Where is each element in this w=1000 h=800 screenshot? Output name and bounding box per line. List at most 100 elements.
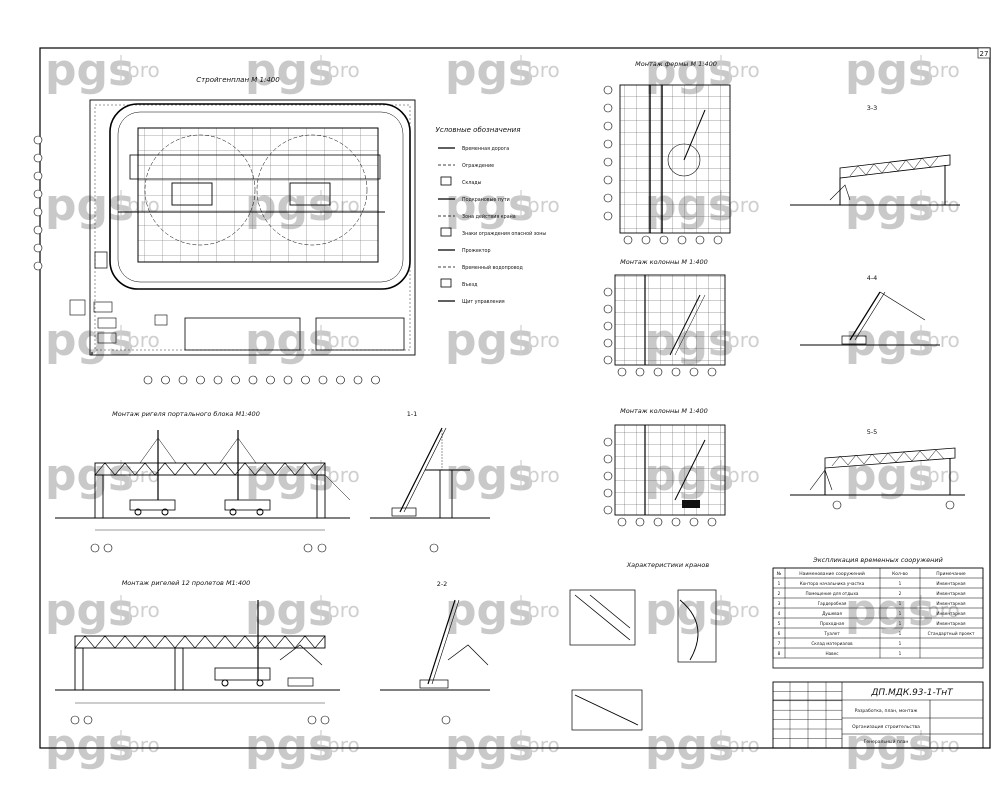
watermark-brand: pgs	[245, 45, 334, 96]
axis-bubble	[603, 193, 613, 203]
axis-bubble	[603, 211, 613, 221]
axis-bubble	[33, 135, 43, 145]
spec-title: Экспликация временных сооружений	[812, 556, 943, 564]
legend-item-label: Склады	[462, 180, 482, 186]
watermark-brand: pgs	[845, 585, 934, 636]
legend-symbol	[440, 176, 452, 186]
axis-bubble	[603, 471, 613, 481]
section-2-2: 2-2	[380, 580, 490, 725]
watermark-sub: pro	[727, 328, 760, 352]
spec-cell: 2	[778, 591, 781, 596]
axis-bubble	[33, 189, 43, 199]
axis-bubble	[603, 321, 613, 331]
spec-cell: Навес	[825, 651, 839, 656]
watermark-sub: pro	[327, 58, 360, 82]
column-plan-b: Монтаж колонны М 1:400	[603, 407, 726, 527]
section-5-5-label: 5-5	[867, 428, 878, 436]
axis-bubble	[33, 207, 43, 217]
watermark-sub: pro	[927, 328, 960, 352]
axis-bubble	[353, 375, 363, 385]
watermark-brand: pgs	[445, 45, 534, 96]
axis-bubble	[318, 375, 328, 385]
axis-bubble	[248, 375, 258, 385]
axis-bubble	[336, 375, 345, 385]
section-4-4-label: 4-4	[867, 274, 878, 282]
axis-bubble	[371, 375, 380, 385]
axis-bubble	[689, 367, 699, 377]
spec-cell: Стандартный проект	[928, 631, 975, 636]
axis-bubble	[659, 235, 669, 245]
watermark-brand: pgs	[245, 315, 334, 366]
section-1-1-label: 1-1	[407, 410, 418, 418]
spec-cell: 8	[778, 651, 781, 656]
axis-bubble	[33, 225, 43, 235]
axis-bubble	[641, 235, 651, 245]
watermark-sub: pro	[727, 58, 760, 82]
crane-zone-1	[144, 134, 256, 246]
watermark-brand: pgs	[45, 720, 134, 771]
watermark-sub: pro	[927, 463, 960, 487]
legend-title: Условные обозначения	[436, 126, 521, 134]
axis-bubble	[33, 243, 43, 253]
axis-bubble	[671, 367, 681, 377]
axis-bubble	[603, 287, 613, 297]
spec-header-cell: Наименование сооружений	[799, 570, 865, 577]
spec-cell: 3	[778, 601, 781, 606]
watermark-sub: pro	[727, 598, 760, 622]
spec-cell: Душевая	[822, 611, 842, 616]
legend-item-label: Временный водопровод	[462, 264, 523, 271]
stamp-code: ДП.МДК.93-1-ТнТ	[870, 688, 954, 698]
legend-symbol	[440, 227, 452, 237]
watermark-brand: pgs	[45, 45, 134, 96]
axis-bubble	[707, 517, 717, 527]
axis-bubble	[266, 375, 275, 385]
axis-bubble	[653, 517, 663, 527]
watermark-sub: pro	[327, 733, 360, 757]
truss-title: Монтаж фермы М 1:400	[635, 60, 717, 68]
title-block: ДП.МДК.93-1-ТнТ Разработка, план, монтаж…	[772, 681, 984, 749]
legend-item-label: Подкрановые пути	[462, 197, 510, 203]
watermark-brand: pgs	[845, 450, 934, 501]
legend-item-label: Временная дорога	[462, 146, 509, 152]
spec-cell: Инвентарная	[936, 591, 966, 596]
axis-bubble	[653, 367, 663, 377]
axis-bubble	[603, 505, 613, 515]
section-4-4: 4-4	[800, 274, 940, 346]
watermark-brand: pgs	[445, 315, 534, 366]
watermark-sub: pro	[127, 733, 160, 757]
site-plan: Стройгенплан М 1:400	[33, 76, 416, 385]
section-3-3: 3-3	[790, 104, 960, 206]
legend-symbol	[440, 278, 452, 288]
legend-item-label: Ограждение	[462, 163, 494, 169]
watermark-sub: pro	[127, 328, 160, 352]
axis-bubble	[33, 171, 43, 181]
watermark-brand: pgs	[445, 720, 534, 771]
watermark-sub: pro	[527, 463, 560, 487]
portal-block-title: Монтаж ригеля портального блока М1:400	[112, 410, 260, 418]
spec-cell: Проходная	[820, 621, 845, 626]
watermark-brand: pgs	[245, 450, 334, 501]
portal-block-elevation: Монтаж ригеля портального блока М1:400	[55, 410, 351, 553]
column-a-title: Монтаж колонны М 1:400	[620, 258, 708, 266]
spec-cell: 2	[899, 591, 902, 596]
axis-bubble	[677, 235, 687, 245]
building-grid	[137, 127, 379, 263]
axis-bubble	[671, 517, 681, 527]
spec-header-cell: Примечание	[936, 571, 966, 577]
axis-bubble	[603, 139, 613, 149]
legend: Условные обозначения Временная дорогаОгр…	[436, 126, 547, 305]
axis-bubble	[623, 235, 633, 245]
watermark-brand: pgs	[845, 45, 934, 96]
watermark-sub: pro	[927, 733, 960, 757]
axis-bubble	[603, 175, 613, 185]
watermark-sub: pro	[527, 328, 560, 352]
watermark-sub: pro	[527, 598, 560, 622]
spec-cell: Контора начальника участка	[800, 581, 865, 586]
axis-bubble	[283, 375, 293, 385]
axis-bubble	[617, 367, 627, 377]
axis-bubble	[33, 261, 43, 271]
spec-cell: 6	[778, 631, 781, 636]
spec-header-cell: Кол-во	[892, 571, 908, 577]
